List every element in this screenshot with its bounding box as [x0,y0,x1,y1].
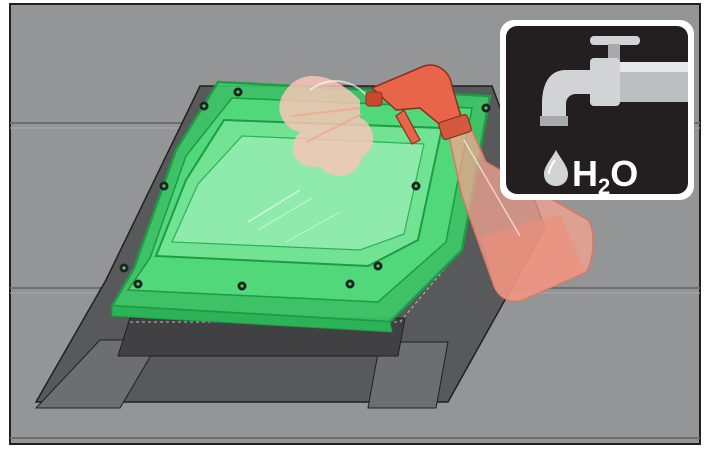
h2o-sub: 2 [598,174,610,199]
h2o-end: O [610,153,638,194]
water-badge: H2O [500,20,694,200]
h2o-main: H [572,153,598,194]
